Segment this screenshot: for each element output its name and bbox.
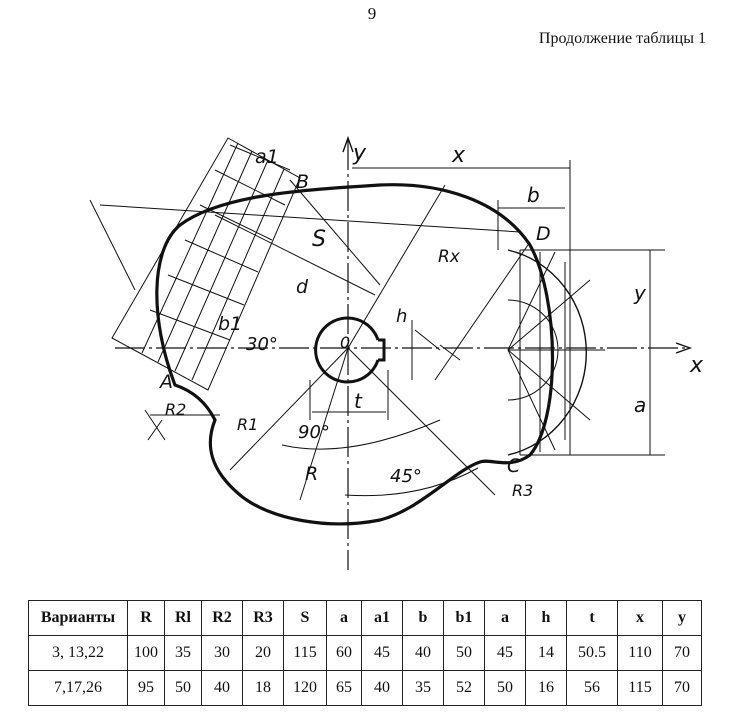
table-cell: 56 xyxy=(566,670,618,706)
label-R2: R2 xyxy=(165,400,186,419)
label-a-dim: a xyxy=(634,393,646,417)
label-y-dim: y xyxy=(633,281,647,305)
label-b-dim: b xyxy=(527,183,540,207)
table-cell: 60 xyxy=(326,635,362,671)
table-cell: 16 xyxy=(525,670,567,706)
table-cell: 30 xyxy=(201,635,243,671)
label-y-axis: y xyxy=(352,141,367,166)
technical-drawing: y x x b a1 B D S Rx d h b1 30° 0 A R2 R1… xyxy=(89,135,704,570)
label-R1: R1 xyxy=(237,415,258,434)
label-a1: a1 xyxy=(255,146,279,168)
table-cell: 40 xyxy=(201,670,243,706)
table-cell: 45 xyxy=(484,635,526,671)
table-cell: 40 xyxy=(361,670,403,706)
label-R: R xyxy=(305,463,318,485)
label-b1: b1 xyxy=(218,313,242,335)
table-cell: 3, 13,22 xyxy=(28,635,128,671)
col-header: b1 xyxy=(443,600,485,636)
label-d: d xyxy=(296,276,309,298)
table-cell: 20 xyxy=(242,635,284,671)
col-header: y xyxy=(662,600,702,636)
label-x-axis: x xyxy=(689,353,704,378)
table-cell: 110 xyxy=(617,635,663,671)
label-t: t xyxy=(354,389,363,413)
col-header: R2 xyxy=(201,600,243,636)
label-D: D xyxy=(536,223,551,245)
col-header: t xyxy=(566,600,618,636)
part-contour xyxy=(155,183,555,526)
table-row: 3, 13,22 100 35 30 20 115 60 45 40 50 45… xyxy=(28,635,702,671)
right-radial-lines xyxy=(507,250,605,455)
col-header: b xyxy=(402,600,444,636)
label-angle90: 90° xyxy=(298,422,330,443)
x-axis-arrow xyxy=(675,342,693,354)
table-cell: 40 xyxy=(402,635,444,671)
table-cell: 50.5 xyxy=(566,635,618,671)
table-cell: 35 xyxy=(164,635,202,671)
table-cell: 45 xyxy=(361,635,403,671)
dimension-lines xyxy=(229,144,665,497)
table-cell: 115 xyxy=(283,635,327,671)
keyway xyxy=(378,338,386,362)
col-header: x xyxy=(617,600,663,636)
table-cell: 100 xyxy=(127,635,165,671)
label-B: B xyxy=(296,171,309,193)
table-row: 7,17,26 95 50 40 18 120 65 40 35 52 50 1… xyxy=(28,670,702,706)
label-Rx: Rx xyxy=(438,247,461,267)
variants-table: Варианты R Rl R2 R3 S a a1 b b1 a h t x … xyxy=(28,600,702,706)
table-cell: 95 xyxy=(127,670,165,706)
table-cell: 52 xyxy=(443,670,485,706)
col-header: R xyxy=(127,600,165,636)
left-grid xyxy=(111,137,301,391)
col-header: Rl xyxy=(164,600,202,636)
page-number: 9 xyxy=(367,4,377,23)
label-S: S xyxy=(312,227,326,252)
col-header: h xyxy=(525,600,567,636)
table-cell: 35 xyxy=(402,670,444,706)
table-cell: 50 xyxy=(443,635,485,671)
table-cell: 50 xyxy=(484,670,526,706)
table-cell: 50 xyxy=(164,670,202,706)
table-cell: 7,17,26 xyxy=(28,670,128,706)
right-arc xyxy=(507,249,588,456)
label-h: h xyxy=(396,306,407,327)
table-cell: 115 xyxy=(617,670,663,706)
col-header: R3 xyxy=(242,600,284,636)
table-cell: 65 xyxy=(326,670,362,706)
label-R3: R3 xyxy=(512,481,533,500)
construction-lines xyxy=(89,179,531,501)
table-cell: 18 xyxy=(242,670,284,706)
hub-circle xyxy=(314,316,380,384)
col-header: S xyxy=(283,600,327,636)
table-cell: 120 xyxy=(283,670,327,706)
table-cell: 70 xyxy=(662,635,702,671)
label-origin: 0 xyxy=(340,333,350,352)
label-C: C xyxy=(507,455,521,477)
label-angle30: 30° xyxy=(246,334,278,355)
col-header: Варианты xyxy=(28,600,128,636)
table-cell: 14 xyxy=(525,635,567,671)
label-angle45: 45° xyxy=(390,466,422,487)
label-A: A xyxy=(158,371,173,393)
continuation-label: Продолжение таблицы 1 xyxy=(538,30,706,47)
label-x-dim: x xyxy=(451,143,466,168)
table-header-row: Варианты R Rl R2 R3 S a a1 b b1 a h t x … xyxy=(28,600,702,636)
col-header: a1 xyxy=(361,600,403,636)
col-header: a xyxy=(326,600,362,636)
y-axis-arrow xyxy=(342,135,354,153)
col-header: a xyxy=(484,600,526,636)
table-cell: 70 xyxy=(662,670,702,706)
